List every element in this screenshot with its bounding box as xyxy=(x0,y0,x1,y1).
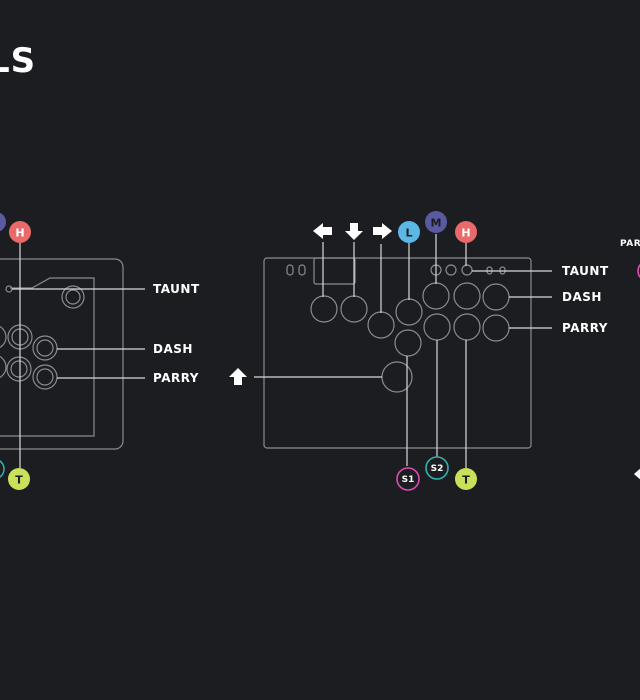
center-taunt-label: TAUNT xyxy=(562,264,609,278)
left-controller-body xyxy=(0,258,124,450)
left-dash-label: DASH xyxy=(153,342,193,356)
center-badge-m-text: M xyxy=(431,217,442,230)
center-button-h[interactable] xyxy=(453,282,481,310)
left-button-t[interactable] xyxy=(6,356,32,382)
left-leader-lines xyxy=(12,243,145,468)
center-button-right[interactable] xyxy=(367,311,395,339)
left-controller xyxy=(0,258,124,450)
center-small-button-2[interactable] xyxy=(445,264,457,276)
arrow-right-icon xyxy=(373,223,392,239)
center-badge-s2-text: S2 xyxy=(431,464,444,474)
page-title: LS xyxy=(0,41,37,81)
center-badge-m: M xyxy=(425,211,447,233)
left-taunt-button[interactable] xyxy=(5,285,13,293)
center-controller-body xyxy=(263,257,532,449)
center-taunt-button[interactable] xyxy=(461,264,473,276)
left-home-button[interactable] xyxy=(61,285,85,309)
center-button-down[interactable] xyxy=(340,295,368,323)
center-switch-2[interactable] xyxy=(298,264,306,276)
left-badge-s2 xyxy=(0,460,5,478)
center-button-m[interactable] xyxy=(422,282,450,310)
arrow-down-icon xyxy=(345,223,363,240)
center-button-dash[interactable] xyxy=(482,283,510,311)
left-badge-h: H xyxy=(9,221,31,243)
center-badge-l-text: L xyxy=(405,227,412,240)
center-button-left[interactable] xyxy=(310,295,338,323)
left-button-parry-ring xyxy=(36,368,54,386)
center-badge-s2: S2 xyxy=(425,456,449,480)
center-button-s1[interactable] xyxy=(394,329,422,357)
right-arrow-left-icon xyxy=(634,468,640,480)
left-button-a[interactable] xyxy=(0,325,7,349)
right-badge-partial xyxy=(637,263,640,279)
center-controller xyxy=(263,257,532,449)
left-badge-m xyxy=(0,212,6,232)
center-button-s2[interactable] xyxy=(423,313,451,341)
center-badge-s1-text: S1 xyxy=(402,475,415,485)
center-badge-h: H xyxy=(455,221,477,243)
left-controller-panel xyxy=(0,277,95,437)
center-badge-t-text: T xyxy=(462,474,470,487)
center-leader-lines xyxy=(254,234,552,468)
center-badge-t: T xyxy=(455,468,477,490)
center-switch-1[interactable] xyxy=(286,264,294,276)
left-parry-label: PARRY xyxy=(153,371,199,385)
center-button-parry[interactable] xyxy=(482,314,510,342)
center-badge-s1: S1 xyxy=(396,467,420,491)
left-button-t-ring xyxy=(10,360,28,378)
left-badge-t-text: T xyxy=(15,474,23,487)
center-dash-label: DASH xyxy=(562,290,602,304)
center-parry-label: PARRY xyxy=(562,321,608,335)
left-button-parry[interactable] xyxy=(32,364,58,390)
arrow-left-icon xyxy=(313,223,332,239)
left-badge-h-text: H xyxy=(15,227,24,240)
center-button-t[interactable] xyxy=(453,313,481,341)
left-button-dash-ring xyxy=(36,339,54,357)
left-button-dash[interactable] xyxy=(32,335,58,361)
left-button-b[interactable] xyxy=(0,355,7,379)
center-badge-l: L xyxy=(398,221,420,243)
left-taunt-label: TAUNT xyxy=(153,282,200,296)
center-button-l[interactable] xyxy=(395,298,423,326)
center-badge-h-text: H xyxy=(461,227,470,240)
arrow-up-icon xyxy=(229,368,247,385)
center-screen-slot xyxy=(313,257,356,285)
right-parry-label: PAR xyxy=(620,239,640,249)
left-badge-t: T xyxy=(8,468,30,490)
left-home-button-ring xyxy=(65,289,81,305)
